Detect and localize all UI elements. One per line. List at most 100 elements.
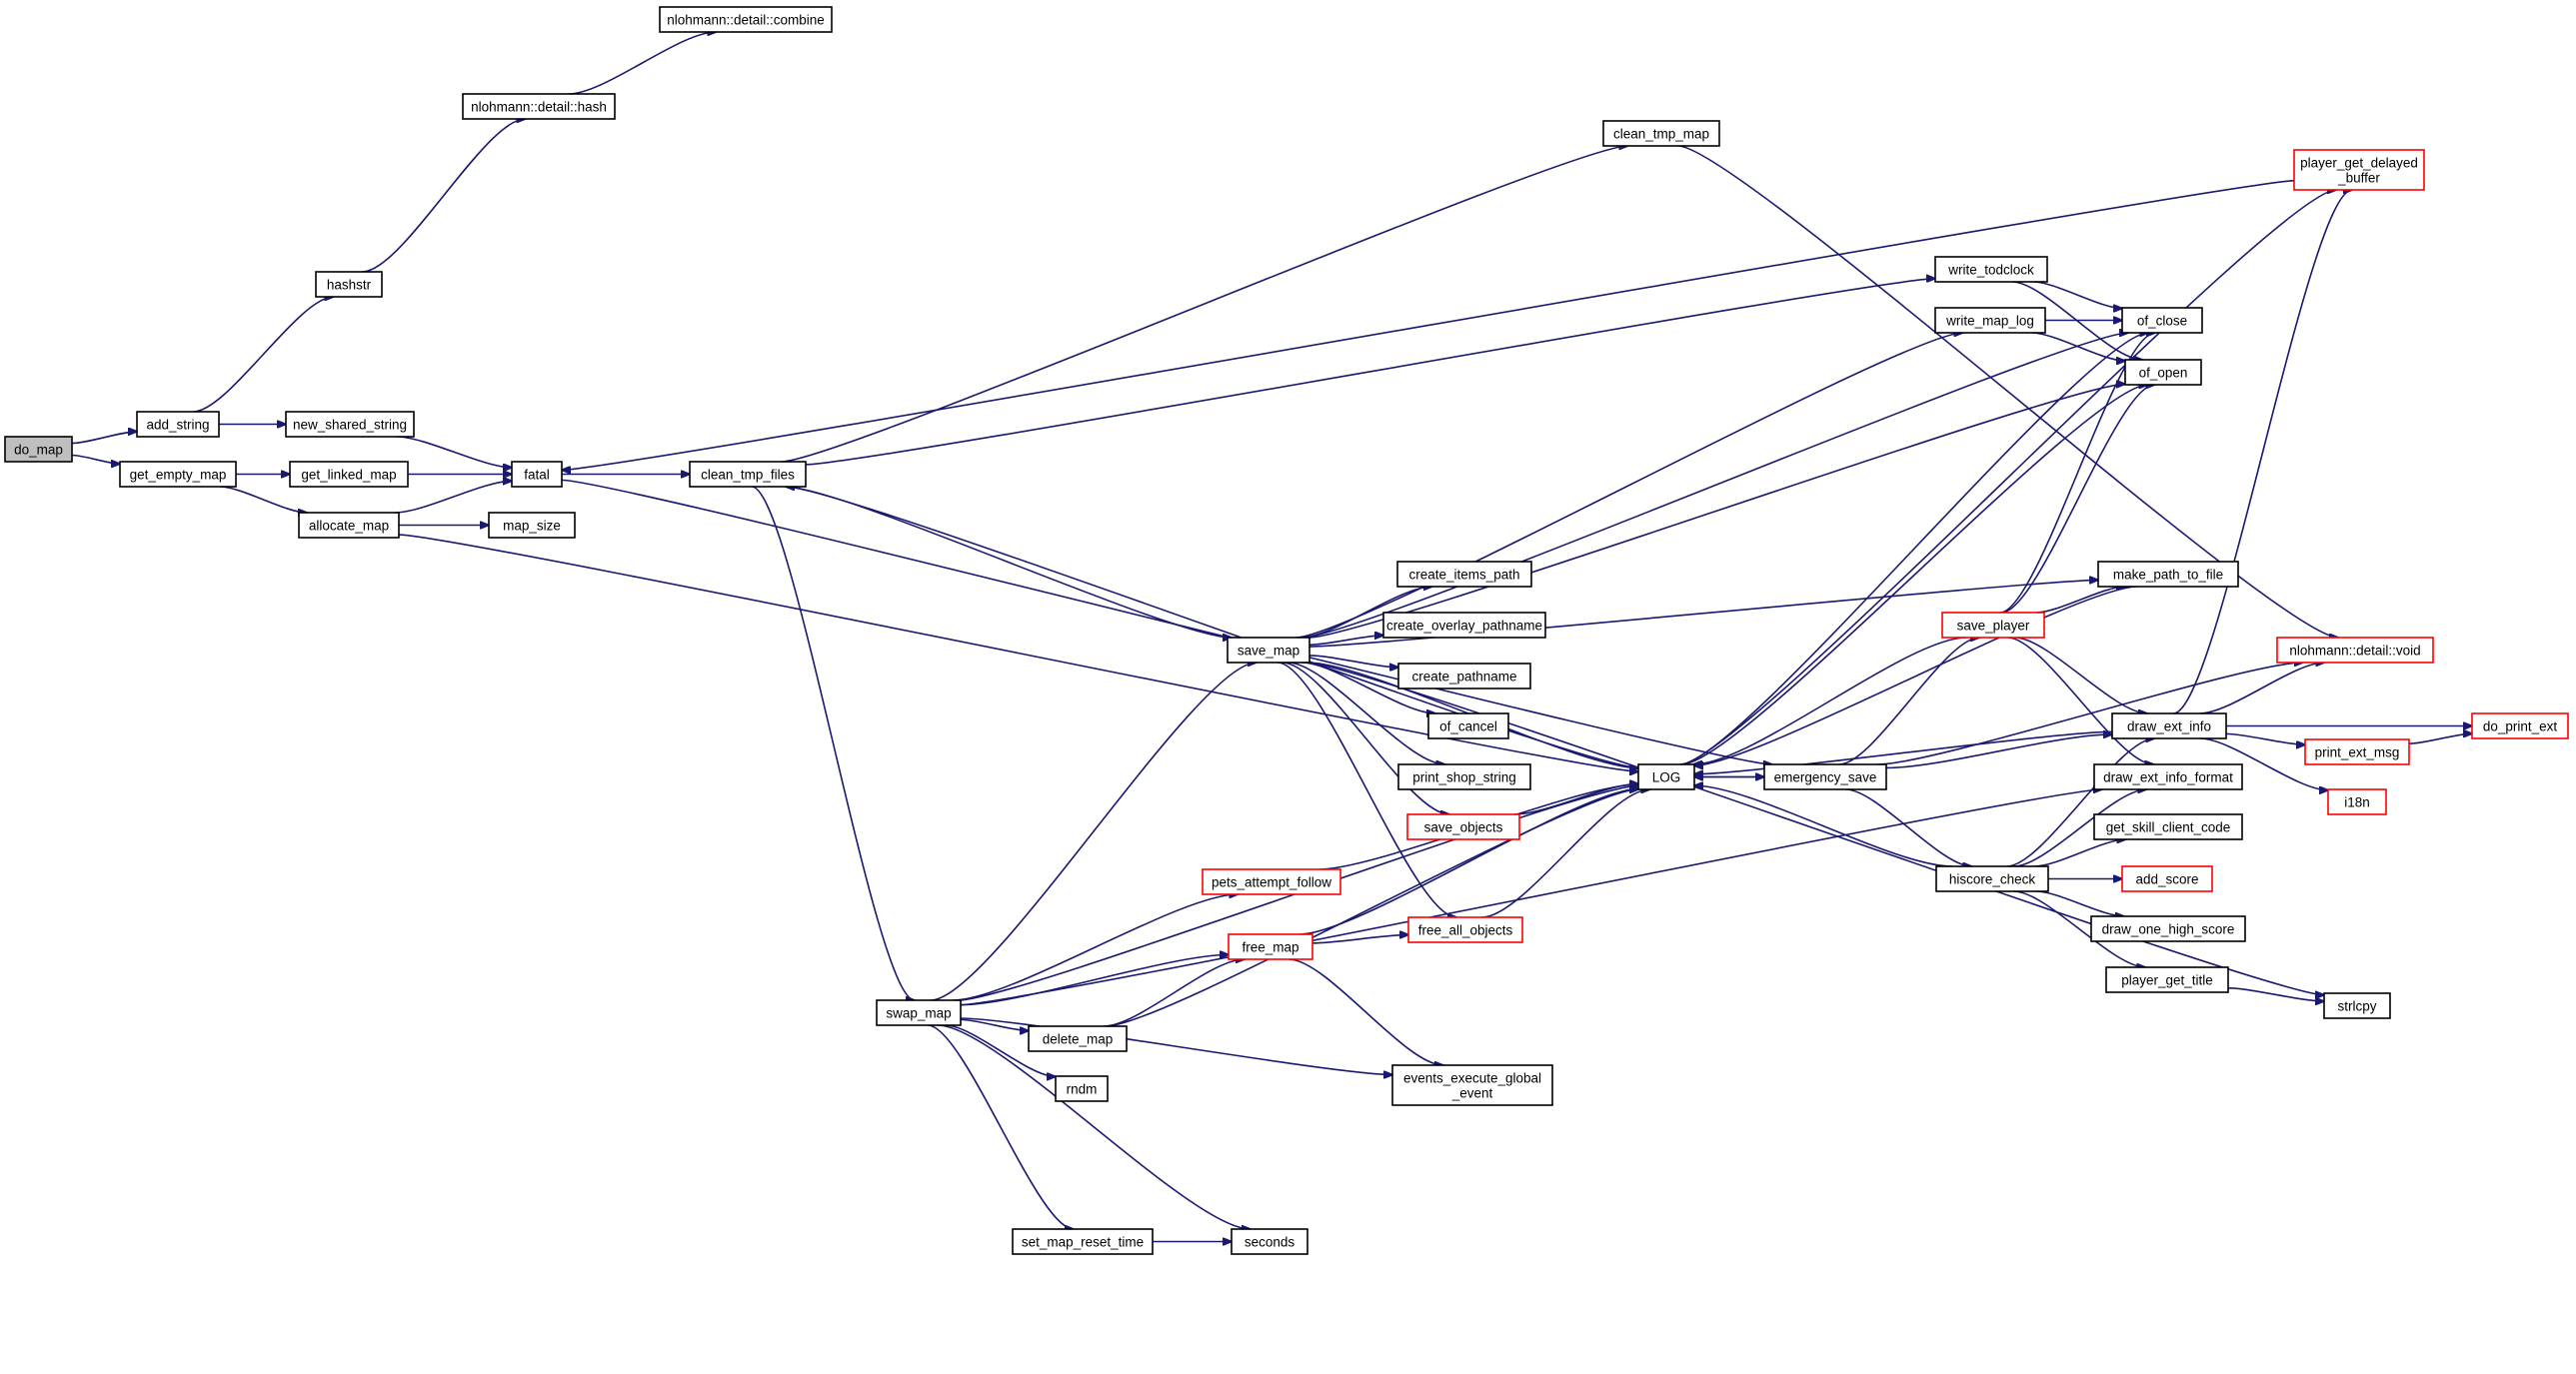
edge-save_map-to-free_all_objects (1277, 662, 1456, 917)
node-fatal[interactable]: fatal (511, 461, 563, 488)
node-label: get_linked_map (301, 468, 396, 483)
node-draw-one-high-score[interactable]: draw_one_high_score (2090, 915, 2246, 942)
node-free-map[interactable]: free_map (1228, 933, 1313, 960)
node-add-string[interactable]: add_string (136, 411, 220, 438)
node-write-todclock[interactable]: write_todclock (1934, 256, 2048, 283)
node-draw-ext-info[interactable]: draw_ext_info (2111, 712, 2227, 739)
node-seconds[interactable]: seconds (1231, 1228, 1308, 1255)
edge-emergency_save-to-nlohmann_detail_void (1877, 663, 2303, 765)
edge-swap_map-to-draw_ext_info_format (960, 789, 2102, 1006)
node-of-cancel[interactable]: of_cancel (1427, 712, 1509, 739)
node-free-all-objects[interactable]: free_all_objects (1407, 916, 1523, 943)
node-box (1763, 763, 1887, 790)
node-label: print_ext_msg (2315, 745, 2400, 760)
node-label: rndm (1067, 1082, 1098, 1097)
node-box (2293, 149, 2425, 191)
edge-free_all_objects-to-LOG (1481, 789, 1649, 918)
node-label: of_close (2137, 314, 2187, 329)
edge-draw_ext_info-to-i18n (2199, 737, 2328, 790)
node-map-size[interactable]: map_size (488, 512, 576, 539)
edge-hiscore_check-to-get_skill_client_code (2034, 839, 2125, 867)
node-box (298, 512, 400, 539)
node-hashstr[interactable]: hashstr (315, 271, 383, 298)
node-label: LOG (1652, 770, 1681, 785)
node-label: allocate_map (309, 519, 389, 534)
node-box (511, 461, 563, 488)
node-do-print-ext[interactable]: do_print_ext (2471, 712, 2569, 739)
node-get-skill-client-code[interactable]: get_skill_client_code (2093, 813, 2243, 840)
node-label: add_string (146, 418, 209, 433)
edge-swap_map-to-set_map_reset_time (927, 1024, 1074, 1229)
node-print-ext-msg[interactable]: print_ext_msg (2304, 738, 2410, 765)
node-player-get-delayed-buffer[interactable]: player_get_delayed_buffer (2293, 149, 2425, 191)
node-delete-map[interactable]: delete_map (1028, 1025, 1128, 1052)
node-i18n[interactable]: i18n (2327, 788, 2387, 815)
node-make-path-to-file[interactable]: make_path_to_file (2097, 561, 2239, 588)
edge-draw_ext_info-to-nlohmann_detail_void (2199, 663, 2325, 714)
edge-player_get_title-to-strlcpy (2227, 987, 2324, 1001)
edge-save_player-to-draw_ext_info (2014, 637, 2147, 713)
node-save-objects[interactable]: save_objects (1406, 813, 1520, 840)
node-create-overlay-pathname[interactable]: create_overlay_pathname (1382, 612, 1546, 639)
node-box (876, 999, 962, 1026)
node-nlohmann-detail-hash[interactable]: nlohmann::detail::hash (462, 93, 616, 120)
node-swap-map[interactable]: swap_map (876, 999, 962, 1026)
node-label: save_objects (1424, 820, 1503, 835)
edge-write_map_log-to-of_open (2031, 332, 2125, 361)
edge-write_todclock-to-of_close (2032, 281, 2122, 309)
edge-hiscore_check-to-draw_ext_info (2006, 738, 2154, 867)
node-set-map-reset-time[interactable]: set_map_reset_time (1012, 1228, 1154, 1255)
node-nlohmann-detail-combine[interactable]: nlohmann::detail::combine (659, 6, 833, 33)
node-create-items-path[interactable]: create_items_path (1396, 561, 1532, 588)
node-new-shared-string[interactable]: new_shared_string (285, 411, 415, 438)
node-write-map-log[interactable]: write_map_log (1934, 307, 2046, 334)
node-get-empty-map[interactable]: get_empty_map (119, 461, 237, 488)
node-clean-tmp-files[interactable]: clean_tmp_files (689, 461, 807, 488)
edge-allocate_map-to-LOG (398, 534, 1638, 771)
node-draw-ext-info-format[interactable]: draw_ext_info_format (2093, 763, 2243, 790)
node-strlcpy[interactable]: strlcpy (2323, 992, 2391, 1019)
node-pets-attempt-follow[interactable]: pets_attempt_follow (1202, 868, 1341, 895)
edge-save_player-to-draw_ext_info_format (2007, 637, 2153, 764)
edge-save_map-to-of_close (1301, 333, 2128, 639)
node-box (689, 461, 807, 488)
node-box (1406, 813, 1520, 840)
edge-swap_map-to-pets_attempt_follow (952, 894, 1239, 1001)
node-label: create_overlay_pathname (1386, 619, 1542, 634)
node-hiscore-check[interactable]: hiscore_check (1935, 865, 2049, 892)
node-save-player[interactable]: save_player (1941, 612, 2045, 639)
edge-LOG-to-of_open (1681, 385, 2147, 765)
node-allocate-map[interactable]: allocate_map (298, 512, 400, 539)
edge-save_map-to-create_overlay_pathname (1308, 636, 1383, 647)
node-label: player_get_delayed (2300, 156, 2418, 171)
node-box (2327, 788, 2387, 815)
node-emergency-save[interactable]: emergency_save (1763, 763, 1887, 790)
node-box (1228, 933, 1313, 960)
node-box (2097, 561, 2239, 588)
node-label: strlcpy (2337, 999, 2376, 1014)
node-box (1231, 1228, 1308, 1255)
node-label: do_map (14, 443, 63, 458)
node-of-close[interactable]: of_close (2121, 307, 2203, 334)
node-box (1227, 637, 1310, 664)
edge-swap_map-to-save_map (931, 663, 1257, 1001)
node-player-get-title[interactable]: player_get_title (2105, 966, 2229, 993)
node-do-map[interactable]: do_map (4, 436, 73, 463)
node-box (462, 93, 616, 120)
node-label: map_size (503, 519, 561, 534)
node-LOG[interactable]: LOG (1637, 763, 1695, 790)
node-rndm[interactable]: rndm (1055, 1075, 1109, 1102)
node-add-score[interactable]: add_score (2121, 865, 2213, 892)
node-get-linked-map[interactable]: get_linked_map (289, 461, 409, 488)
node-create-pathname[interactable]: create_pathname (1397, 663, 1531, 689)
node-save-map[interactable]: save_map (1227, 637, 1310, 664)
node-clean-tmp-map[interactable]: clean_tmp_map (1602, 120, 1720, 147)
node-events-execute-global-event[interactable]: events_execute_global_event (1391, 1064, 1553, 1106)
node-print-shop-string[interactable]: print_shop_string (1397, 763, 1531, 790)
node-of-open[interactable]: of_open (2124, 359, 2202, 386)
edge-save_map-to-create_pathname (1308, 655, 1398, 668)
edge-draw_ext_info-to-player_get_delayed_buffer (2173, 190, 2352, 714)
edge-draw_ext_info-to-LOG (1694, 730, 2113, 773)
node-label: nlohmann::detail::void (2289, 644, 2420, 659)
node-nlohmann-detail-void[interactable]: nlohmann::detail::void (2276, 637, 2434, 664)
